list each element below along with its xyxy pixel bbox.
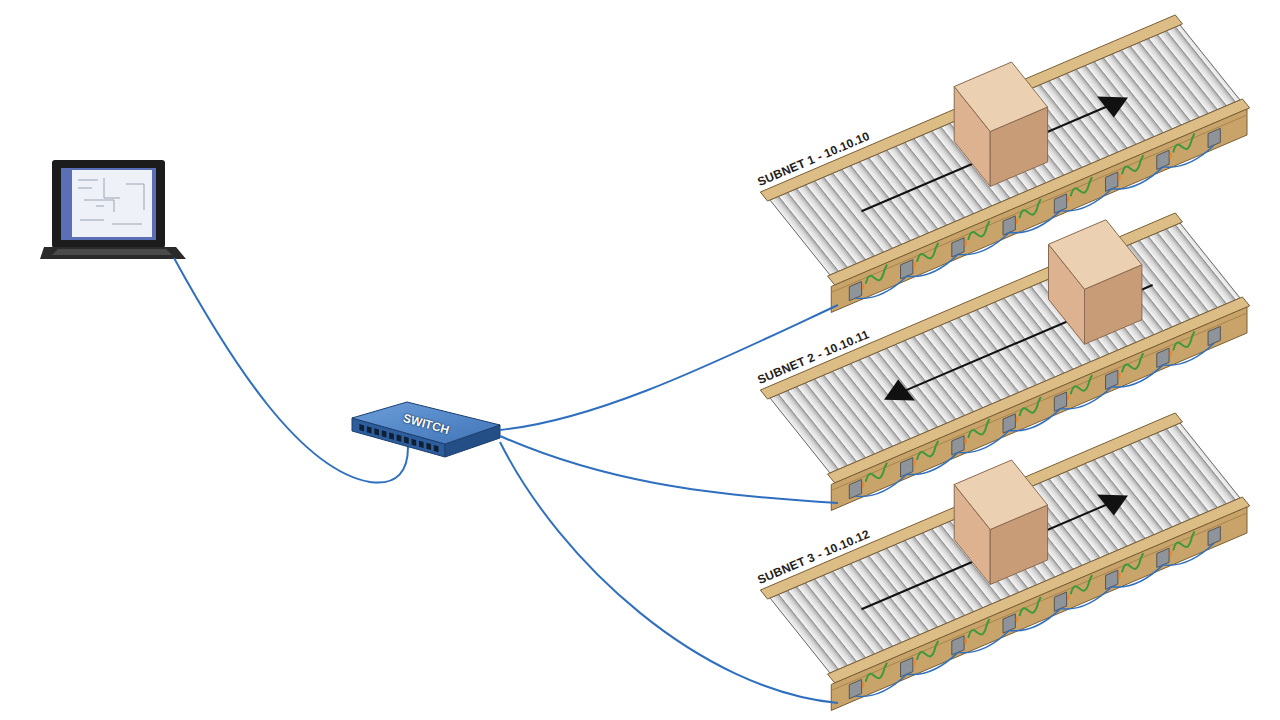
conveyor (760, 413, 1249, 714)
port (412, 439, 417, 446)
flow-head (1097, 87, 1136, 118)
node-label: SUBNET 1 - 10.10.10 (756, 130, 872, 189)
conveyor-subnet: SUBNET 1 - 10.10.10 (764, 17, 1246, 307)
network-switch: SWITCH (352, 398, 500, 458)
port (382, 430, 387, 437)
node-label: SUBNET 2 - 10.10.11 (756, 328, 871, 387)
port (359, 424, 364, 431)
laptop-bezel (52, 160, 165, 248)
laptop-screen (61, 168, 156, 240)
carton (954, 460, 1047, 585)
port (404, 437, 409, 444)
laptop-cable (174, 258, 408, 483)
port (397, 434, 402, 441)
port (367, 426, 372, 433)
node-label: SWITCH (401, 412, 450, 437)
port (374, 428, 379, 435)
carton (954, 62, 1047, 187)
laptop-keyboard (52, 249, 172, 255)
network-cable (500, 436, 838, 503)
switch-body (352, 402, 500, 457)
node-label: SUBNET 3 - 10.10.12 (756, 528, 872, 587)
port (434, 445, 439, 452)
switch-top (352, 402, 500, 444)
conveyor-subnet: SUBNET 2 - 10.10.11 (764, 215, 1246, 505)
screen-drawing (78, 178, 144, 224)
screen-window (72, 170, 152, 237)
port (419, 441, 424, 448)
port (389, 432, 394, 439)
laptop-base (40, 247, 186, 259)
flow-head (876, 380, 915, 411)
port (426, 443, 431, 450)
carton (1049, 220, 1142, 345)
flow-head (1097, 485, 1136, 516)
conveyor-subnet: SUBNET 3 - 10.10.12 (764, 415, 1246, 705)
laptop (40, 160, 186, 259)
